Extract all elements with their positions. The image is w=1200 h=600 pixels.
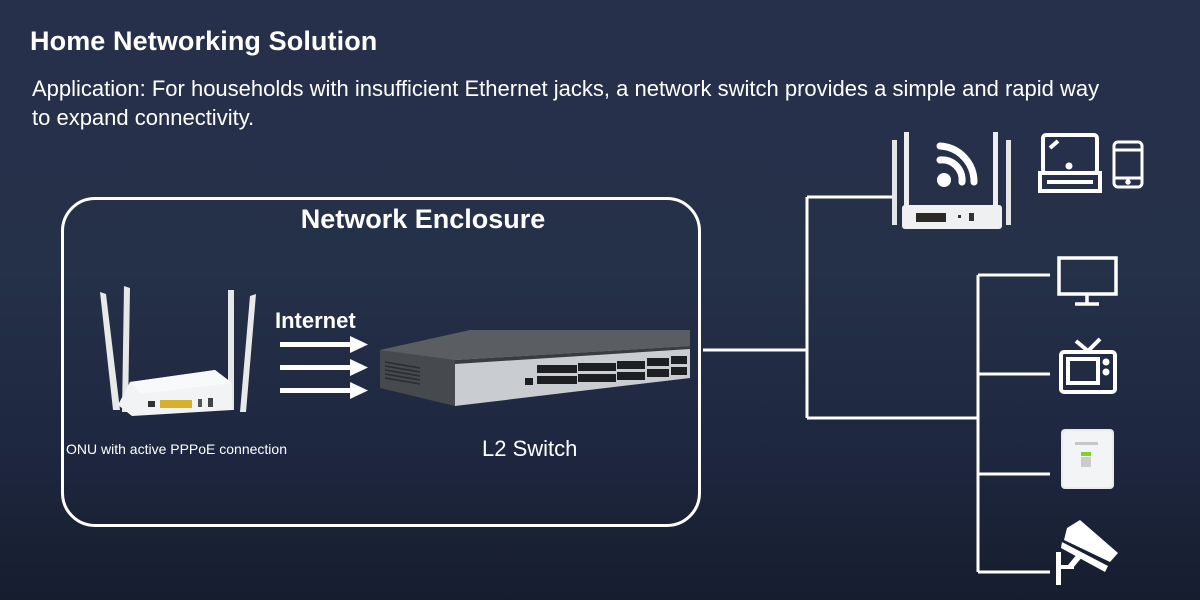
connection-lines xyxy=(703,195,1050,574)
arrow-right-icon xyxy=(280,359,368,376)
enclosure-title-text: Network Enclosure xyxy=(300,204,546,234)
arrow-right-icon xyxy=(280,336,368,353)
wifi-icon xyxy=(936,142,978,187)
monitor-icon xyxy=(1057,256,1118,306)
phone-icon xyxy=(1112,140,1144,189)
network-enclosure-box xyxy=(61,197,701,527)
wall-jack-icon xyxy=(1061,429,1114,489)
internet-label: Internet xyxy=(275,308,356,333)
internet-arrows xyxy=(280,336,368,399)
tv-icon xyxy=(1059,337,1117,394)
camera-icon xyxy=(1056,520,1118,585)
wireless-router-icon xyxy=(892,132,1011,229)
onu-label: ONU with active PPPoE connection xyxy=(66,441,287,457)
enclosure-title: Network Enclosure xyxy=(61,204,661,235)
l2-switch-icon xyxy=(380,330,690,406)
switch-label: L2 Switch xyxy=(482,436,578,461)
arrow-right-icon xyxy=(280,382,368,399)
onu-router-icon xyxy=(100,286,256,416)
laptop-icon xyxy=(1038,133,1102,193)
page-title: Home Networking Solution xyxy=(30,26,378,56)
description: Application: For households with insuffi… xyxy=(32,76,1100,130)
